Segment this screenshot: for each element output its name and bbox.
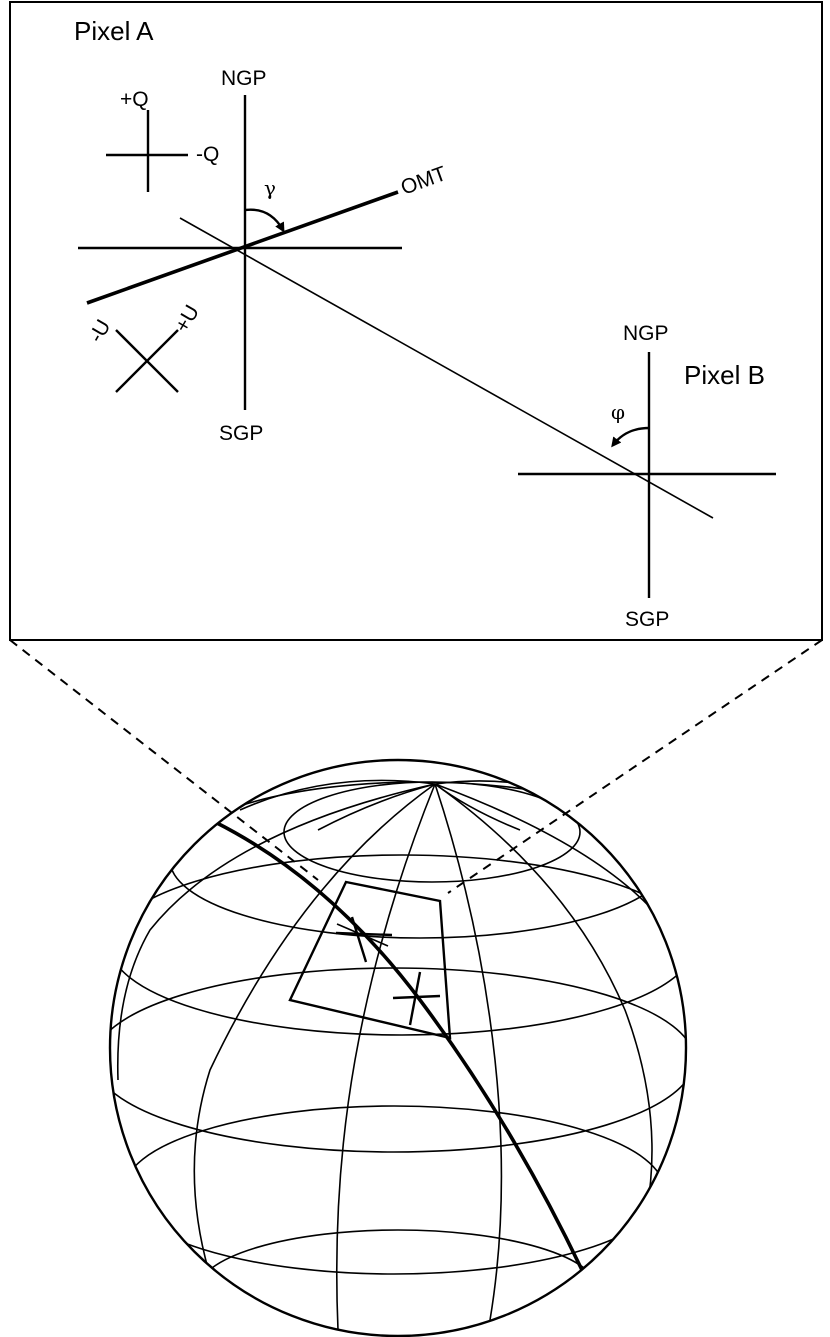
- phi-arc: [611, 426, 650, 448]
- zoom-box-frame: [9, 1, 823, 641]
- omt-great-circle: [214, 820, 584, 1271]
- sphere-globe: [108, 758, 688, 1337]
- plus-q-label: +Q: [120, 88, 149, 111]
- q-axes-glyph: [106, 110, 188, 192]
- zoom-patch: [288, 880, 452, 1040]
- minus-q-label: -Q: [196, 143, 219, 166]
- gamma-label: γ: [264, 176, 276, 200]
- omt-line: [86, 190, 399, 305]
- pixel-a-title: Pixel A: [74, 16, 154, 46]
- zoom-leader-right: [447, 639, 823, 894]
- sphere-outline: [108, 758, 688, 1337]
- globe-pixel-b-marker: [392, 971, 441, 1026]
- zoom-leader-left: [9, 639, 319, 881]
- connecting-great-circle: [179, 217, 714, 519]
- pixel-b-crosshair: [518, 352, 776, 598]
- pixel-b-ngp-label: NGP: [623, 322, 669, 345]
- globe-pixel-a-marker: [335, 916, 393, 963]
- pixel-a-ngp-label: NGP: [221, 67, 267, 90]
- phi-label: φ: [611, 400, 625, 424]
- pixel-b-title: Pixel B: [684, 360, 765, 390]
- longitude-lines: [116, 779, 686, 1331]
- pixel-a-sgp-label: SGP: [219, 422, 263, 445]
- gamma-arc: [244, 208, 285, 233]
- latitude-lines: [110, 781, 686, 1336]
- u-axes-glyph: [115, 329, 179, 393]
- pixel-b-sgp-label: SGP: [625, 608, 669, 631]
